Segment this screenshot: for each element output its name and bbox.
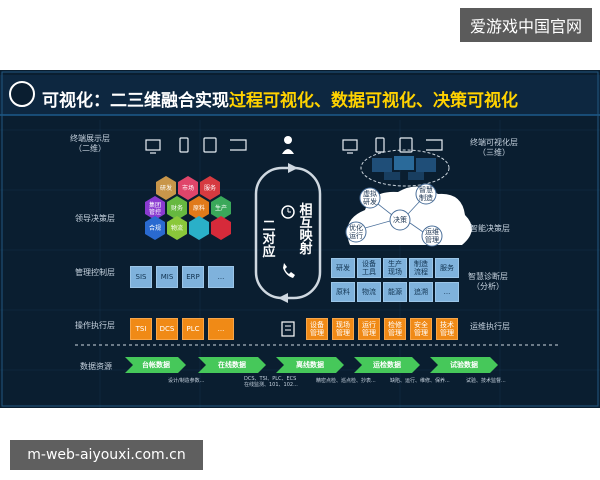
data-arrow-label: 台帐数据 [142,361,170,369]
ops-mgmt-box: 技术 管理 [436,318,458,340]
hex-label-7: 合规 [149,224,161,232]
mgmt-box: MIS [156,266,178,288]
terminal-devices-3d [342,137,443,154]
data-arrow-label: 离线数据 [296,361,324,369]
diag-box: 研发 [331,258,355,278]
ops-mgmt-box: 现场 管理 [332,318,354,340]
cloud-node-label: 优化 运行 [349,224,363,240]
label-operations: 运维执行层 [470,322,510,331]
hex-label-1: 市场 [182,184,194,192]
hex-label-8: 物流 [171,224,183,232]
diag-box: 物流 [357,282,381,302]
slide: 研发 市场 服务 集团管控 财务 原料 生产 合规 物流 [0,70,600,408]
brand-logo [9,81,35,107]
hex-label-6: 生产 [215,204,227,212]
cloud-center-label: 决策 [393,216,407,224]
label-operation: 操作执行层 [75,321,115,330]
title-part-1: 可视化：二三维融合实现 [42,91,229,111]
cloud-node-label: 虚拟 研发 [363,190,377,206]
slide-graphics: 研发 市场 服务 集团管控 财务 原料 生产 合规 物流 [0,71,600,408]
cloud-node-label: 智慧 制造 [419,186,433,202]
label-diagnosis: 智慧诊断层 （分析） [468,272,508,291]
slide-title: 可视化：二三维融合实现过程可视化、数据可视化、决策可视化 [42,86,518,111]
ops-mgmt-box: 运行 管理 [358,318,380,340]
ops-mgmt-box: 安全 管理 [410,318,432,340]
diag-box: ... [435,282,459,302]
center-left-text: 二对应 [262,219,276,260]
title-part-2: 过程可视化、数据可视化、决策可视化 [229,91,518,111]
data-sub-label: DCS、TSI、PLC、ECS 在线监测、101、102... [244,376,298,388]
label-terminal-2d: 终端展示层 （二维） [70,134,110,153]
center-right-text: 相互映射 [299,203,313,257]
diag-box: 生产 现场 [383,258,407,278]
ops-box: TSI [130,318,152,340]
mgmt-box: SIS [130,266,152,288]
data-sub-label: 缺陷、运行、维修、保养... [390,378,450,384]
label-management: 管理控制层 [75,268,115,277]
data-arrow-label: 在线数据 [218,361,246,369]
data-sub-label: 试验、技术监督... [466,378,506,384]
hex-label-0: 研发 [160,184,172,192]
diag-box: 设备 工具 [357,258,381,278]
site-url[interactable]: m-web-aiyouxi.com.cn [10,440,203,470]
person-icon [284,136,292,144]
3d-screens-ellipse [360,149,450,187]
data-sub-label: 设计/制造参数... [168,378,205,384]
building-icon [281,321,295,337]
clock-icon [281,205,295,219]
diag-box: 能源 [383,282,407,302]
cloud-node-label: 运维 管理 [425,228,439,244]
data-arrow-label: 试验数据 [450,361,478,369]
diag-box: 服务 [435,258,459,278]
ops-box: ... [208,318,234,340]
hex-label-4: 财务 [171,204,183,212]
label-data-resources: 数据资源 [80,362,112,371]
diag-box: 追溯 [409,282,433,302]
ops-mgmt-box: 设备 管理 [306,318,328,340]
label-intelligent: 智能决策层 [470,224,510,233]
site-watermark: 爱游戏中国官网 [459,8,592,42]
mgmt-box: ERP [182,266,204,288]
hex-label-3: 集团管控 [149,201,161,216]
ops-box: PLC [182,318,204,340]
hex-label-5: 原料 [193,204,205,212]
data-arrows [125,357,498,373]
data-sub-label: 精密点检、巡点检、抄表... [316,378,376,384]
label-leadership: 领导决策层 [75,214,115,223]
diag-box: 原料 [331,282,355,302]
phone-icon [283,263,295,278]
ops-box: DCS [156,318,178,340]
diag-box: 制造 流程 [409,258,433,278]
mgmt-box: ... [208,266,234,288]
terminal-devices-2d [145,137,247,154]
hexagon-cluster [145,176,231,240]
data-arrow-label: 运检数据 [373,361,401,369]
hexagon-labels: 研发 市场 服务 集团管控 财务 原料 生产 合规 物流 [149,184,227,232]
hex-label-2: 服务 [204,184,216,192]
label-terminal-3d: 终端可视化层 （三维） [470,138,518,157]
ops-mgmt-box: 检修 管理 [384,318,406,340]
